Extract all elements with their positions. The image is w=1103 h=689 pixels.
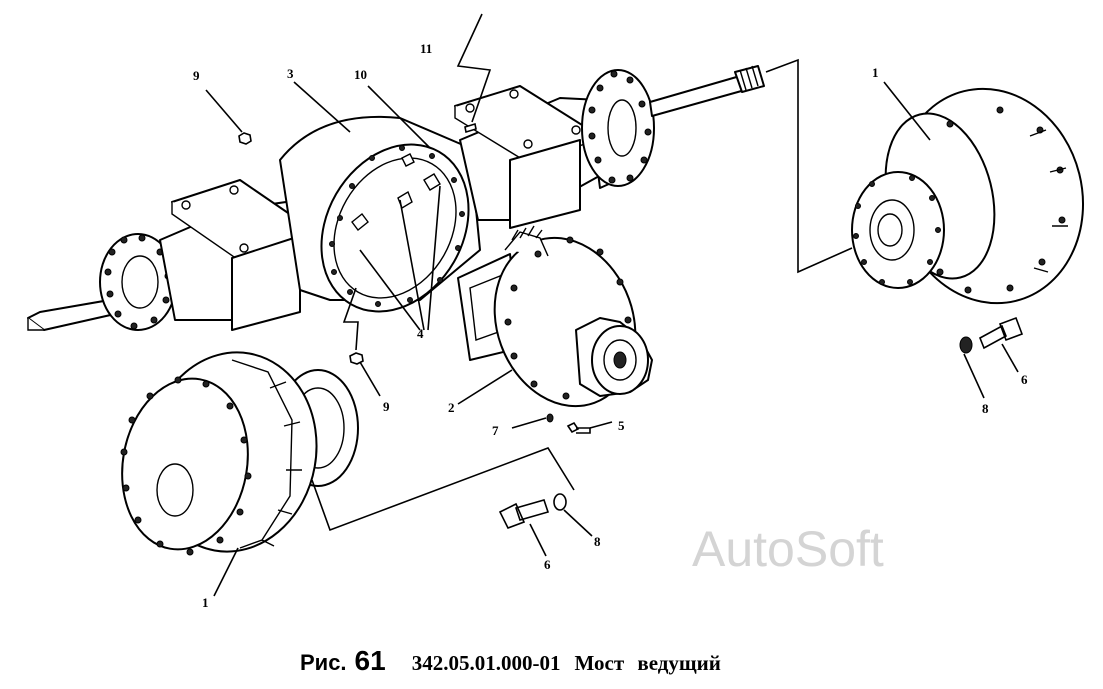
- leader-lines: [205, 13, 1019, 597]
- callout-2: 2: [448, 400, 455, 415]
- callout-3: 3: [287, 66, 294, 81]
- washer-8-right: [959, 336, 973, 354]
- callout-10: 10: [354, 67, 367, 82]
- bolt-6-right: [978, 316, 1024, 350]
- callout-4: 4: [417, 326, 424, 341]
- callout-6-right: 6: [1021, 372, 1028, 387]
- callout-11: 11: [420, 41, 432, 56]
- callout-9-top: 9: [193, 68, 200, 83]
- callout-5: 5: [618, 418, 625, 433]
- figure-caption: Рис. 61 342.05.01.000-01 Мост ведущий: [300, 645, 721, 679]
- watermark: AutoSoft: [692, 521, 884, 577]
- washer-7: [546, 413, 554, 423]
- fasteners: [238, 122, 1024, 530]
- part-code: 342.05.01.000-01: [411, 651, 561, 675]
- bolt-5: [566, 421, 591, 434]
- callout-6-bottom: 6: [544, 557, 551, 572]
- bolt-6-bottom: [498, 499, 550, 530]
- callout-1-left: 1: [202, 595, 209, 610]
- figure-number: 61: [354, 645, 386, 676]
- callout-1-right: 1: [872, 65, 879, 80]
- callout-9-mid: 9: [383, 399, 390, 414]
- bolt-11: [464, 122, 477, 134]
- callout-7: 7: [492, 423, 499, 438]
- figure-label: Рис.: [300, 650, 347, 675]
- wheel-hub-left: [120, 351, 359, 556]
- figure-title: Мост ведущий: [574, 651, 721, 675]
- callout-8-bottom: 8: [594, 534, 601, 549]
- nut-9-top: [238, 132, 252, 145]
- wheel-hub-right: [851, 87, 1085, 305]
- nut-9-mid: [349, 352, 364, 365]
- main-gear-reducer: [457, 225, 653, 408]
- washer-8-bottom: [553, 493, 567, 511]
- callout-8-right: 8: [982, 401, 989, 416]
- axle-housing: [27, 65, 765, 331]
- callouts: 9 3 10 11 1 4 9 2 7 5 6 8 8 6 1: [193, 41, 1028, 610]
